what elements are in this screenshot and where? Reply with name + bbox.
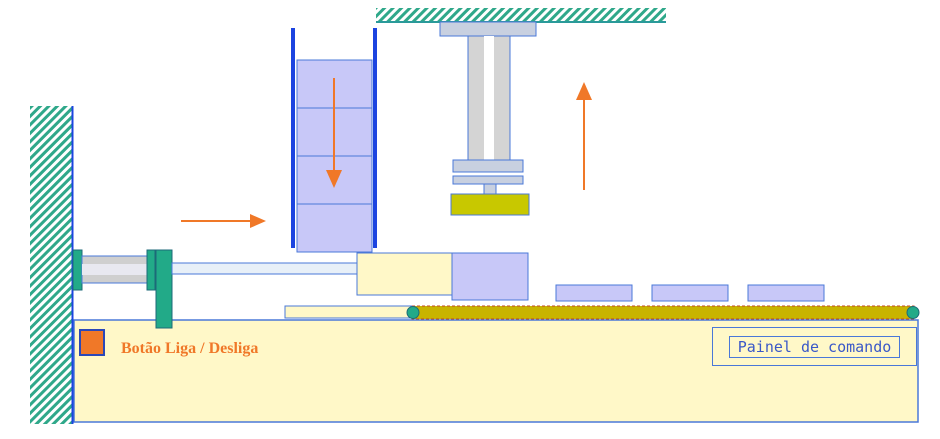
feed-piston-head [155,249,173,329]
press-tool [450,193,530,216]
feed-piston-rod [171,262,359,275]
magazine-block [296,203,373,253]
finished-piece [747,284,825,302]
left-wall-hatch [30,106,72,424]
power-button-label: Botão Liga / Desliga [121,340,259,357]
press-flange [452,159,524,173]
feed-cylinder-end-cap [72,249,83,291]
arrow-up-icon [576,82,592,190]
press-mount-plate [439,21,537,37]
press-rod [483,183,497,195]
feed-guide-rail [284,305,413,319]
press-flange-lower [452,175,524,185]
press-cylinder [439,21,537,216]
arrow-down-icon [326,78,342,188]
control-panel-title: Painel de comando [728,335,901,358]
feed-cylinder [72,249,359,329]
ceiling-hatch [376,8,666,22]
finished-piece [555,284,633,302]
magazine [291,28,377,253]
conveyor-belt [411,305,915,320]
conveyor [284,305,920,320]
workpiece-block [451,252,529,301]
magazine-guide-left [291,28,295,248]
finished-piece [651,284,729,302]
control-panel-title-box: Painel de comando [712,327,917,366]
pusher-block [356,252,453,296]
feed-cylinder-front-cap [146,249,156,291]
conveyor-roller-left [406,306,420,319]
arrow-right-icon [181,214,266,228]
square-button-icon[interactable] [79,329,105,356]
magazine-guide-right [373,28,377,248]
conveyor-roller-right [906,306,920,319]
